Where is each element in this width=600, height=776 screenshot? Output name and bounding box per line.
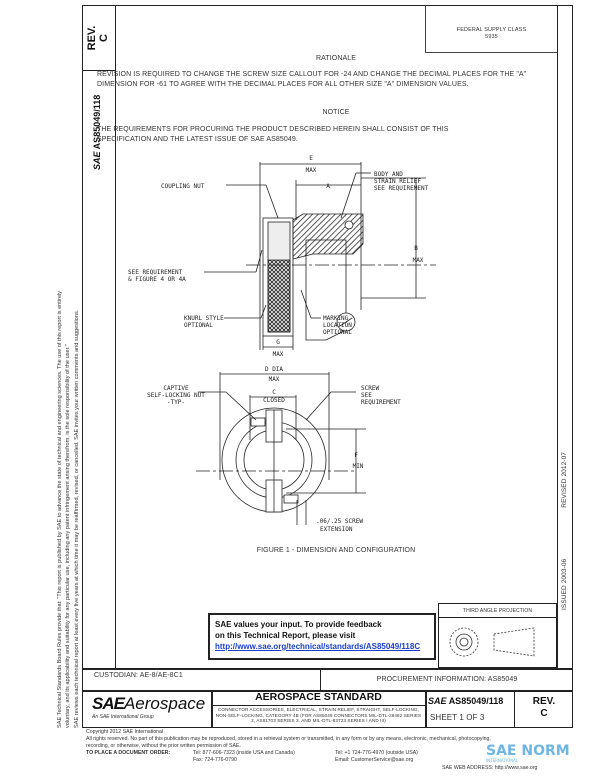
rev-value: C <box>540 708 548 719</box>
label-e-max: MAX <box>306 167 317 174</box>
label-knurl: OPTIONAL <box>184 322 213 329</box>
label-extension: EXTENSION <box>320 526 353 533</box>
rev-value: C <box>98 34 110 42</box>
custodian: CUSTODIAN: AE-8/AE-8C1 <box>94 672 183 679</box>
sae-logo: SAE <box>92 151 102 170</box>
label-screw: SCREW <box>361 385 379 392</box>
side-review-note: SAE reviews each technical report at lea… <box>74 309 80 728</box>
projection-symbol-icon <box>449 627 535 657</box>
contact-us: Tel: 877-606-7323 (inside USA and Canada… <box>193 750 295 764</box>
label-screw: REQUIREMENT <box>361 399 401 406</box>
title-rev: REV. C <box>515 696 573 720</box>
web-address: SAE WEB ADDRESS: http://www.sae.org <box>442 765 538 771</box>
contact-intl: Tel: +1 724-776-4970 (outside USA)Email:… <box>335 750 418 764</box>
label-captive: -TYP- <box>167 399 185 406</box>
divider <box>320 668 321 690</box>
logo-aerospace: Aerospace <box>123 694 206 713</box>
label-marking: LOCATION <box>323 322 352 329</box>
sheet-number: SHEET 1 OF 3 <box>430 713 485 722</box>
label-body: STRAIN RELIEF <box>374 178 421 185</box>
label-body: BODY AND <box>374 171 403 178</box>
label-see-req: SEE REQUIREMENT <box>128 269 183 276</box>
watermark: SAE NORM INTERNATIONAL <box>486 744 570 763</box>
order-label: TO PLACE A DOCUMENT ORDER: <box>86 750 171 756</box>
label-coupling-nut: COUPLING NUT <box>161 183 205 190</box>
page-frame <box>82 5 573 728</box>
rationale-body: REVISION IS REQUIRED TO CHANGE THE SCREW… <box>97 71 527 88</box>
label-c-closed: CLOSED <box>263 397 285 404</box>
divider <box>115 5 116 668</box>
watermark-sub: INTERNATIONAL <box>486 758 519 763</box>
tel-usa: Tel: 877-606-7323 (inside USA and Canada… <box>193 750 295 756</box>
rights-line1: All rights reserved. No part of this pub… <box>86 736 491 742</box>
logo-subtitle: An SAE International Group <box>92 714 154 720</box>
side-notice-line1: SAE Technical Standards Board Rules prov… <box>57 290 63 728</box>
label-c: C <box>272 389 276 396</box>
label-screw: SEE <box>361 392 372 399</box>
projection-label: THIRD ANGLE PROJECTION <box>439 604 556 618</box>
label-extension: .06/.25 SCREW <box>316 518 363 525</box>
label-marking: MARKING <box>323 315 349 322</box>
label-b-max: MAX <box>413 257 424 264</box>
fax: Fax: 724-776-0790 <box>193 757 237 763</box>
federal-supply-box: FEDERAL SUPPLY CLASS 5935 <box>425 5 557 53</box>
label-d-dia: D DIA <box>265 366 283 373</box>
logo-sae: SAE <box>92 694 125 713</box>
label-f: F <box>354 452 358 459</box>
watermark-text: SAE NORM <box>486 743 570 759</box>
strip-rev: REV. C <box>86 8 110 68</box>
projection-box: THIRD ANGLE PROJECTION <box>438 603 557 668</box>
issue-dates: ISSUED 2003-06 REVISED 2012-07 <box>560 440 570 610</box>
notice-body: THE REQUIREMENTS FOR PROCURING THE PRODU… <box>97 126 449 143</box>
figure-caption: FIGURE 1 - DIMENSION AND CONFIGURATION <box>256 547 416 554</box>
divider <box>82 70 116 71</box>
feedback-line1: SAE values your input. To provide feedba… <box>215 620 382 629</box>
label-captive: CAPTIVE <box>163 385 189 392</box>
figure-1-drawing: E MAX A COUPLING NUT BODY AND STRAIN REL… <box>128 155 436 533</box>
label-g-max: MAX <box>273 351 284 358</box>
label-b: B <box>414 245 418 252</box>
email: Email: CustomerService@sae.org <box>335 757 414 763</box>
divider <box>211 690 213 728</box>
label-knurl: KNURL STYLE <box>184 315 224 322</box>
notice-heading: NOTICE <box>322 109 350 116</box>
federal-supply-label: FEDERAL SUPPLY CLASS <box>456 27 527 33</box>
label-captive: SELF-LOCKING NUT <box>147 392 205 399</box>
doc-number: AS85049/118 <box>448 696 504 706</box>
sae-aerospace-logo: SAEAerospace An SAE International Group <box>92 694 205 720</box>
feedback-link[interactable]: http://www.sae.org/technical/standards/A… <box>215 642 421 651</box>
tel-intl: Tel: +1 724-776-4970 (outside USA) <box>335 750 418 756</box>
aerospace-standard-title: AEROSPACE STANDARD <box>255 691 382 703</box>
divider <box>82 668 573 670</box>
divider <box>211 705 425 706</box>
title-doc-number: SAE AS85049/118 <box>428 696 503 706</box>
divider <box>514 690 515 728</box>
label-see-req: & FIGURE 4 OR 4A <box>128 276 186 283</box>
feedback-box: SAE values your input. To provide feedba… <box>208 613 436 660</box>
revised-date: REVISED 2012-07 <box>561 452 568 508</box>
procurement-info: PROCUREMENT INFORMATION: AS85049 <box>376 676 518 683</box>
rev-label: REV. <box>86 25 98 51</box>
divider <box>82 690 573 692</box>
label-g: G <box>276 339 280 346</box>
document-description: CONNECTOR ACCESSORIES, ELECTRICAL, STRAI… <box>215 707 422 723</box>
divider <box>425 690 427 728</box>
federal-supply-class: 5935 <box>485 34 498 40</box>
footer: Copyright 2012 SAE International All rig… <box>86 729 491 750</box>
issued-date: ISSUED 2003-06 <box>561 558 568 610</box>
copyright: Copyright 2012 SAE International <box>86 729 163 735</box>
divider <box>557 5 558 668</box>
label-e: E <box>309 155 313 162</box>
rationale-heading: RATIONALE <box>315 55 357 62</box>
label-a: A <box>326 183 330 190</box>
sae-logo: SAE <box>428 696 447 706</box>
feedback-line2: on this Technical Report, please visit <box>215 631 356 640</box>
label-d-max: MAX <box>269 376 280 383</box>
label-f-min: MIN <box>353 463 364 470</box>
label-body: SEE REQUIREMENT <box>374 185 429 192</box>
side-notice-line2: voluntary, and its applicability and sui… <box>65 344 71 728</box>
rev-label: REV. <box>532 696 556 707</box>
rights-line2: recording, or otherwise, without the pri… <box>86 743 241 749</box>
label-marking: OPTIONAL <box>323 329 352 336</box>
